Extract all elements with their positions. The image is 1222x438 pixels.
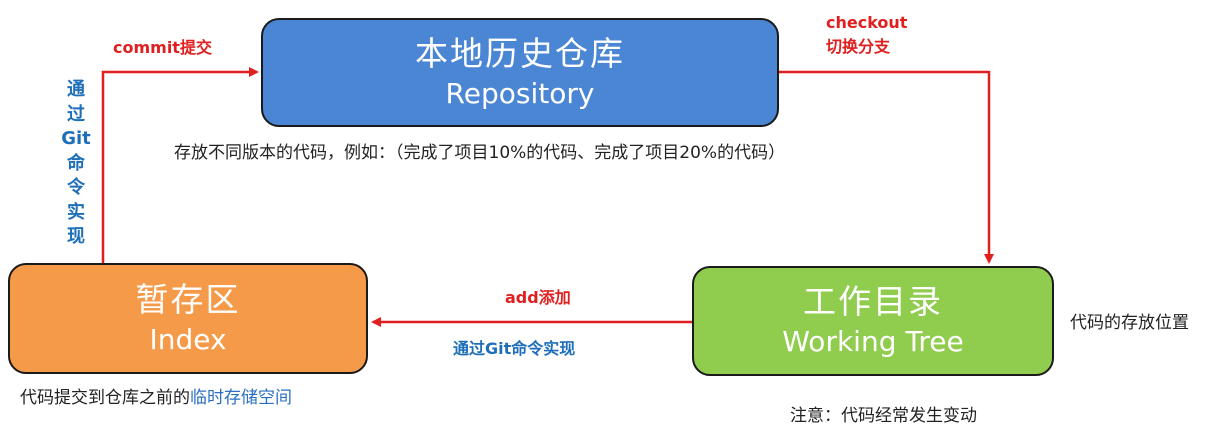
vertical-char: 命 (67, 152, 85, 174)
repository-description: 存放不同版本的代码，例如：（完成了项目10%的代码、完成了项目20%的代码） (174, 143, 786, 163)
repository-title-en: Repository (445, 76, 595, 110)
add-label: add添加 (505, 288, 571, 307)
vertical-char: 过 (67, 103, 85, 125)
checkout-arrow (779, 70, 994, 264)
vertical-char: Git (61, 128, 91, 149)
working-tree-title-en: Working Tree (782, 325, 964, 359)
working-tree-box: 工作目录 Working Tree (692, 266, 1054, 376)
index-description: 代码提交到仓库之前的临时存储空间 (20, 388, 292, 408)
vertical-char: 现 (67, 226, 85, 247)
checkout-label-line2: 切换分支 (826, 37, 891, 56)
commit-arrow (101, 67, 259, 263)
vertical-char: 实 (67, 201, 85, 223)
repository-box: 本地历史仓库 Repository (261, 18, 779, 127)
working-tree-bottom-note: 注意：代码经常发生变动 (790, 406, 977, 426)
via-git-horizontal-label: 通过Git命令实现 (453, 339, 576, 358)
index-description-highlight: 临时存储空间 (190, 388, 292, 408)
vertical-char: 通 (67, 79, 85, 100)
commit-label: commit提交 (113, 38, 212, 57)
repository-title-cn: 本地历史仓库 (415, 33, 625, 73)
working-tree-side-note: 代码的存放位置 (1070, 313, 1189, 333)
via-git-vertical-label: 通 过 Git 命 令 实 现 (60, 78, 92, 250)
index-title-cn: 暂存区 (135, 279, 241, 319)
working-tree-title-cn: 工作目录 (803, 282, 943, 322)
index-description-prefix: 代码提交到仓库之前的 (20, 388, 190, 408)
vertical-char: 令 (67, 177, 85, 198)
index-box: 暂存区 Index (8, 263, 368, 374)
checkout-label-line1: checkout (826, 13, 908, 32)
index-title-en: Index (149, 322, 227, 356)
